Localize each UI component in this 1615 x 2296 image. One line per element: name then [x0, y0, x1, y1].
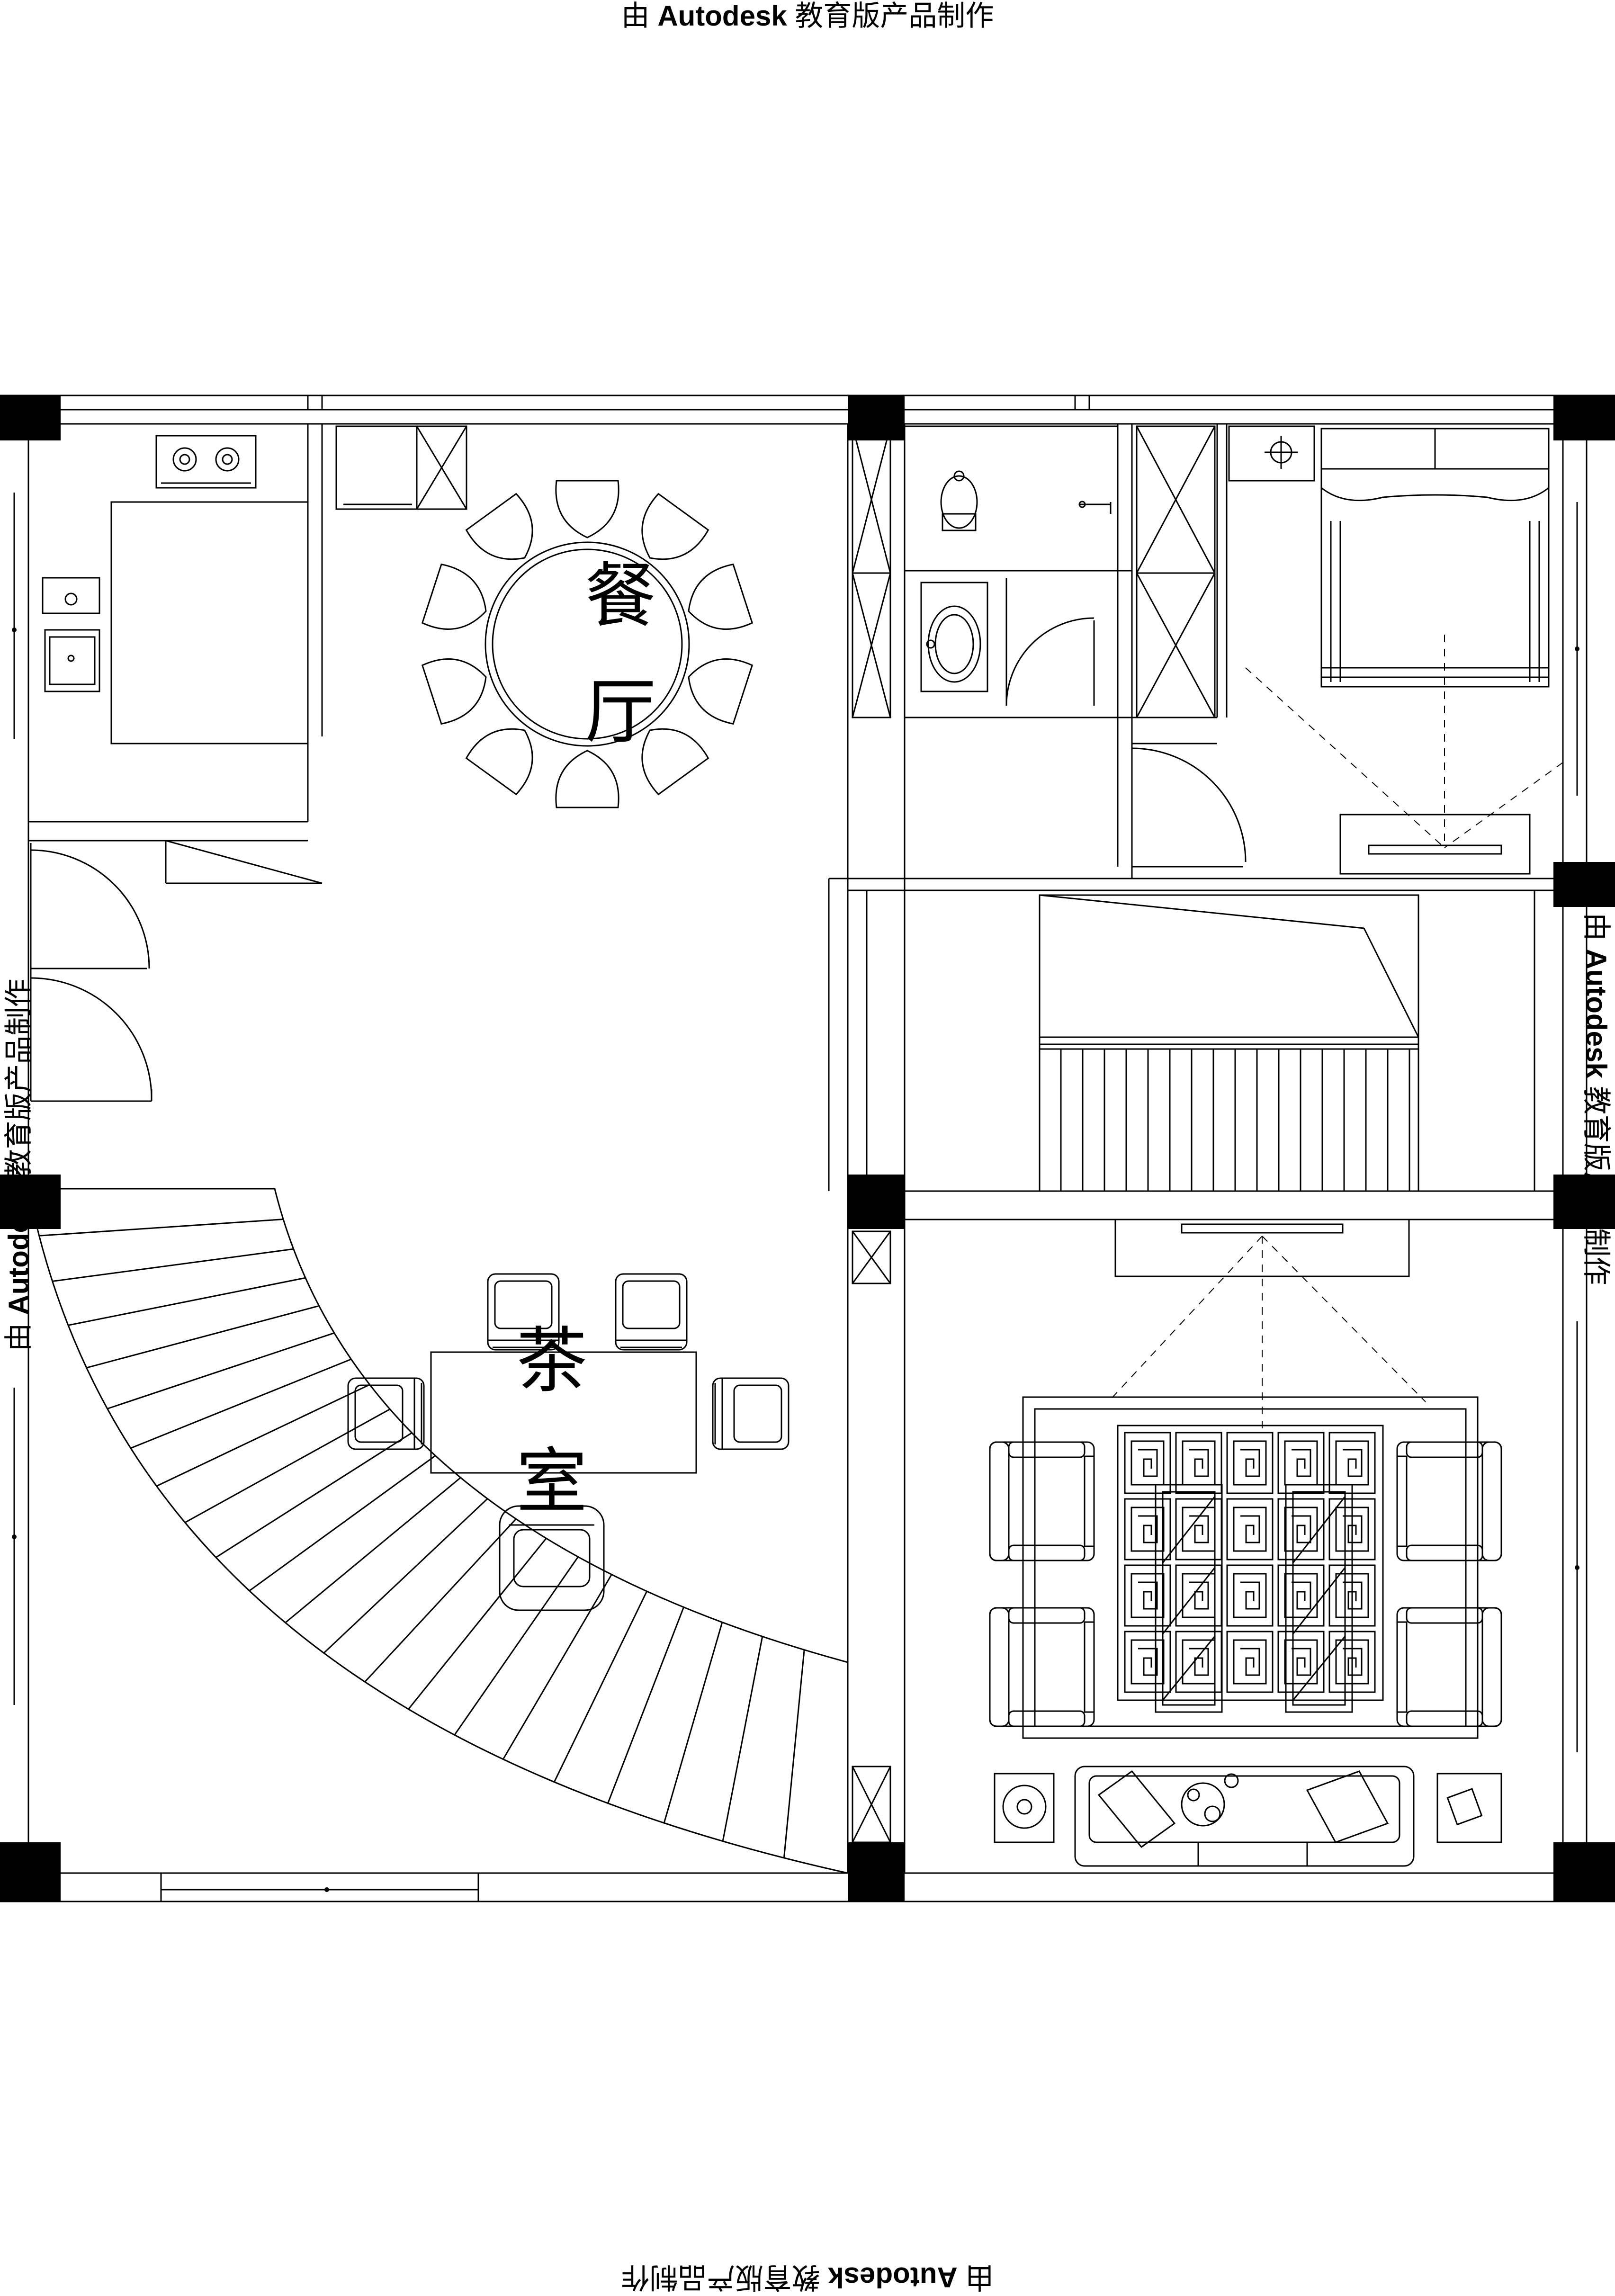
upper-stair	[1039, 894, 1419, 1192]
dining-cabinet	[335, 425, 467, 510]
dining-chairs	[421, 480, 754, 808]
rug-fret-motif	[1277, 1631, 1325, 1693]
tea-chair	[487, 1273, 560, 1351]
rug-fret-motif	[1277, 1564, 1325, 1627]
dining-room-label: 餐	[585, 555, 656, 637]
stove-icon	[155, 435, 257, 489]
coffee-table	[1155, 1484, 1223, 1713]
rug-fret-motif	[1124, 1498, 1171, 1561]
dining-chair	[465, 493, 533, 560]
dining-table	[484, 541, 690, 747]
armchair	[1396, 1441, 1502, 1561]
dining-chair	[641, 728, 709, 796]
dining-chair	[688, 563, 754, 630]
rug-fret-motif	[1124, 1432, 1171, 1494]
sink-icon	[42, 577, 100, 614]
bedroom	[1228, 425, 1563, 875]
rug-fret-motif	[1226, 1631, 1274, 1693]
dining-chair	[555, 750, 619, 808]
rug-fret-motif	[1226, 1432, 1274, 1494]
tea-chair	[712, 1377, 790, 1450]
tea-chairs	[347, 1273, 790, 1611]
tea-room-label: 室	[516, 1441, 587, 1523]
armchairs	[989, 1441, 1502, 1727]
phone-icon	[1446, 1788, 1483, 1826]
tea-chair	[615, 1273, 688, 1351]
dining-chair	[421, 563, 487, 630]
bed-icon	[1320, 468, 1550, 688]
washbasin-icon	[927, 605, 981, 683]
rug-fret-motif	[1124, 1564, 1171, 1627]
stair-treads	[1040, 1048, 1418, 1191]
side-table	[1436, 1773, 1502, 1843]
side-table	[994, 1773, 1055, 1843]
spiral-staircase	[27, 1188, 848, 1874]
dining-chair	[555, 480, 619, 538]
dining-room-label: 厅	[585, 671, 656, 753]
sofa	[1074, 1766, 1415, 1867]
armchair	[1396, 1607, 1502, 1727]
armchair	[989, 1441, 1095, 1561]
bathroom	[852, 425, 1247, 1843]
living-room	[989, 1219, 1502, 1867]
tea-chair	[499, 1505, 605, 1611]
structural-columns	[0, 395, 1615, 1901]
interior-walls	[28, 424, 1563, 1873]
dining-chair	[421, 658, 487, 725]
tea-chair	[347, 1377, 425, 1450]
dining-chair	[465, 728, 533, 796]
rug-fret-motif	[1124, 1631, 1171, 1693]
window-markers	[12, 628, 1579, 1892]
lamp-icon	[1002, 1785, 1047, 1829]
watermark-top: 由 Autodesk 教育版产品制作	[621, 0, 994, 32]
tv-cabinet	[1114, 1219, 1410, 1277]
rug-fret-motif	[1226, 1564, 1274, 1627]
outer-walls	[0, 395, 1615, 1902]
dining-chair	[641, 493, 709, 560]
spiral-treads	[39, 1219, 805, 1858]
toilet-icon	[940, 475, 978, 529]
rug	[1022, 1396, 1479, 1739]
armchair	[989, 1607, 1095, 1727]
tea-table	[430, 1351, 697, 1474]
sink-basin-icon	[44, 629, 100, 692]
rug-fret-motif	[1226, 1498, 1274, 1561]
tea-room	[347, 1273, 790, 1611]
tea-room-label: 茶	[516, 1320, 587, 1402]
coffee-table	[1285, 1484, 1353, 1713]
rug-fret-motif	[1277, 1498, 1325, 1561]
kitchen	[30, 435, 309, 1102]
dining-chair	[688, 658, 754, 725]
